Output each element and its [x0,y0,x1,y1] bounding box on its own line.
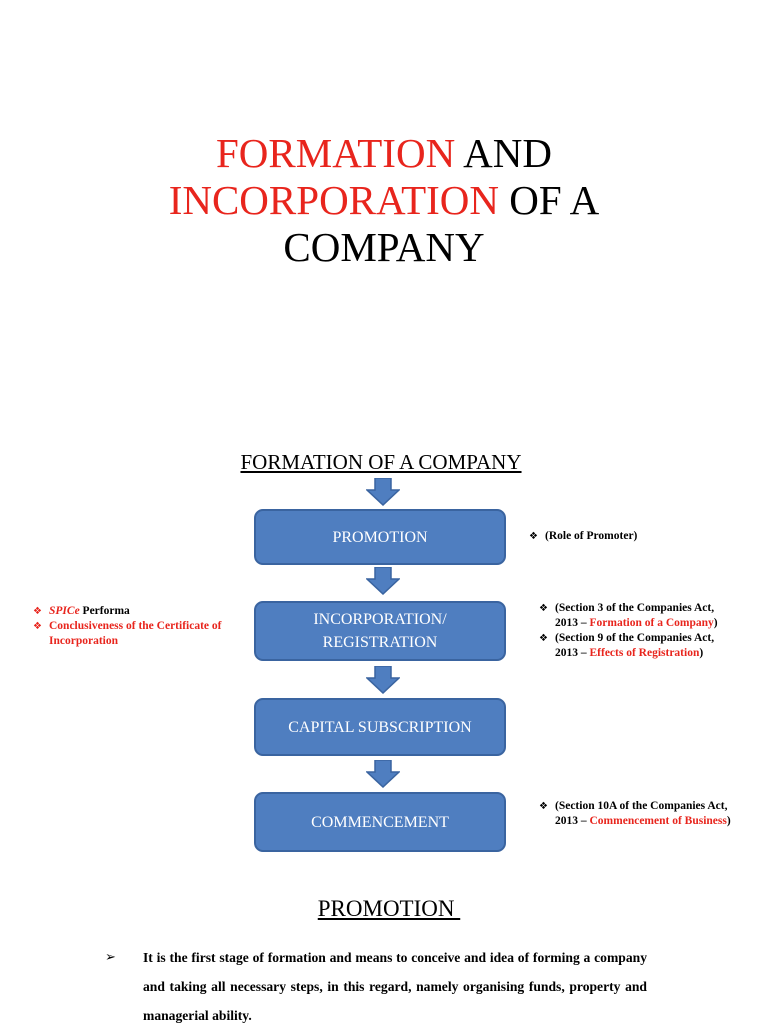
title-and: AND [455,130,553,176]
title-incorporation: INCORPORATION [168,177,500,223]
diamond-bullet-icon: ❖ [529,531,538,542]
note-incorporation-right: ❖ (Section 3 of the Companies Act, 2013 … [539,601,739,661]
spice-text: SPICe [49,605,80,617]
title-of-a: OF A [499,177,600,223]
arrow-bullet-icon: ➢ [105,950,116,965]
note-highlight: Commencement of Business [589,815,727,827]
note-text: Conclusiveness of the Certificate of Inc… [49,620,222,647]
note-text: Performa [79,605,130,617]
title-line-3: COMPANY [283,224,485,270]
step-label: REGISTRATION [322,634,438,651]
note-text: ) [699,647,704,659]
step-incorporation: INCORPORATION/ REGISTRATION [254,601,506,661]
note-promotion: ❖ (Role of Promoter) [529,529,729,544]
title-formation: FORMATION [215,130,456,176]
flow-heading: FORMATION OF A COMPANY [240,450,522,474]
note-text: (Role of Promoter) [545,530,638,542]
step-label: INCORPORATION/ [313,611,447,628]
diamond-bullet-icon: ❖ [33,606,42,617]
note-highlight: Effects of Registration [589,647,700,659]
arrow-down-icon [366,567,400,595]
diamond-bullet-icon: ❖ [539,801,548,812]
note-incorporation-left: ❖ SPICe Performa ❖ Conclusiveness of the… [33,604,233,649]
arrow-down-icon [366,760,400,788]
note-text: (Section 3 of the Companies Act, 2013 – [555,602,715,629]
step-label: CAPITAL SUBSCRIPTION [288,718,472,736]
title-line-1: FORMATION AND [0,130,768,177]
arrow-down-icon [366,666,400,694]
page-title: FORMATION AND INCORPORATION OF A COMPANY [0,130,768,271]
note-text: (Section 10A of the Companies Act, 2013 … [555,800,728,827]
promotion-paragraph: ➢ It is the first stage of formation and… [105,943,647,1030]
step-promotion: PROMOTION [254,509,506,565]
note-text: ) [726,815,731,827]
note-text: ) [713,617,718,629]
diamond-bullet-icon: ❖ [33,621,42,632]
paragraph-text: It is the first stage of formation and m… [143,950,647,1023]
note-text: (Section 9 of the Companies Act, 2013 – [555,632,715,659]
note-commencement: ❖ (Section 10A of the Companies Act, 201… [539,799,739,829]
note-highlight: Formation of a Company [589,617,714,629]
diamond-bullet-icon: ❖ [539,603,548,614]
step-capital-subscription: CAPITAL SUBSCRIPTION [254,698,506,756]
arrow-down-icon [366,478,400,506]
step-commencement: COMMENCEMENT [254,792,506,852]
promotion-heading: PROMOTION [317,896,461,921]
step-label: COMMENCEMENT [311,813,449,831]
diamond-bullet-icon: ❖ [539,633,548,644]
title-line-2: INCORPORATION OF A [0,177,768,224]
step-label: PROMOTION [332,528,428,546]
